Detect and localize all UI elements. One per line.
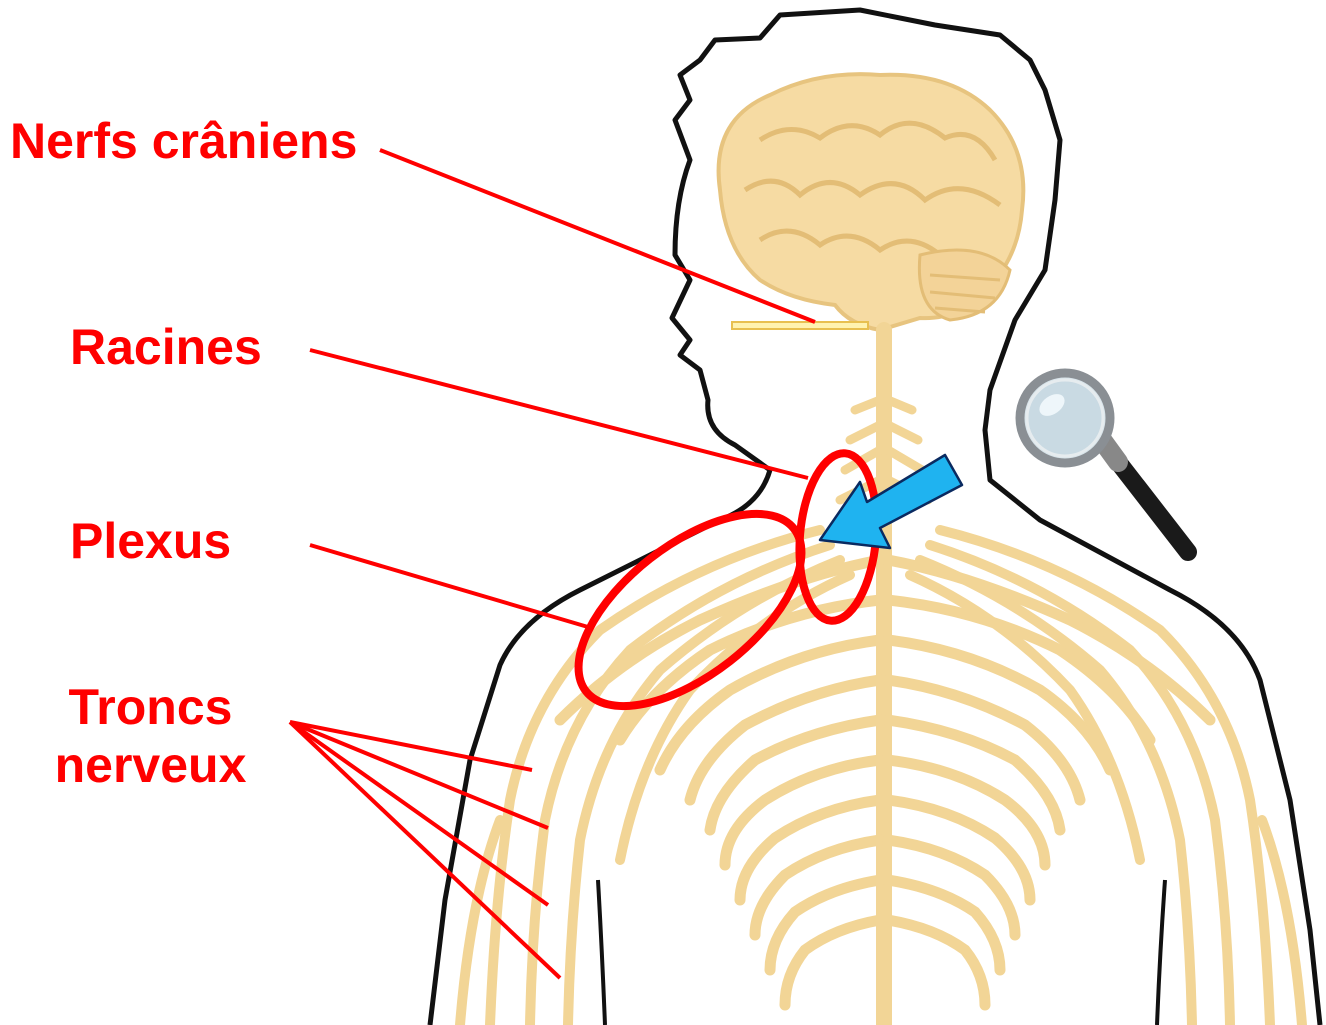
brain	[719, 74, 1024, 330]
label-nerve-trunks: Troncs nerveux	[48, 678, 253, 794]
label-plexus: Plexus	[70, 512, 231, 570]
right-arm-inner-outline	[1157, 880, 1165, 1025]
left-arm-inner-outline	[598, 880, 605, 1025]
annotation-lines	[290, 150, 815, 978]
label-nerve-trunks-line1: Troncs	[48, 678, 253, 736]
leader-roots	[310, 350, 808, 478]
cranial-nerve-bar	[732, 322, 868, 329]
label-cranial-nerves: Nerfs crâniens	[10, 112, 357, 170]
label-nerve-trunks-line2: nerveux	[48, 736, 253, 794]
leader-plexus	[310, 545, 588, 627]
label-roots: Racines	[70, 318, 262, 376]
nerve-network	[460, 330, 1302, 1025]
